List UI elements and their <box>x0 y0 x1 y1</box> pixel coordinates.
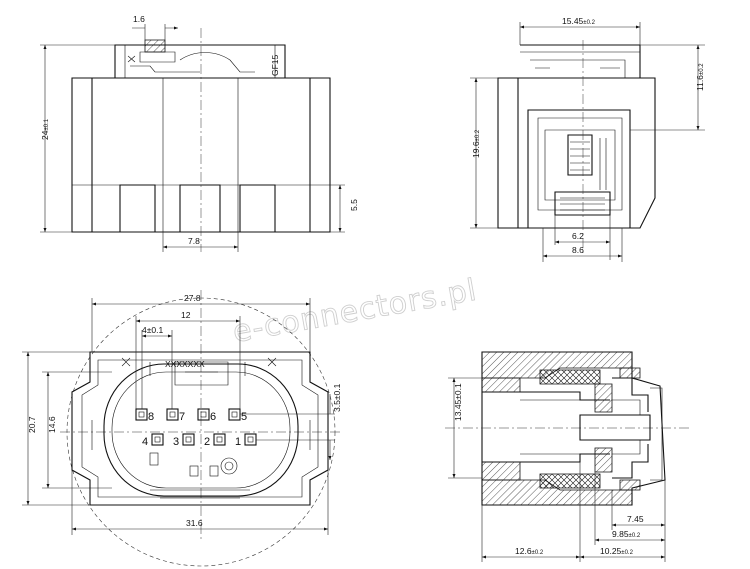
dim-front-bottom-width: 7.8 <box>188 236 200 246</box>
dim-side-outer-width: 8.6 <box>572 245 584 255</box>
pin-row-bottom: 4 3 2 1 <box>142 433 257 448</box>
dim-side-top-width: 15.45±0.2 <box>562 16 596 26</box>
dim-section-d: 10.25±0.2 <box>600 546 634 556</box>
pin-label-3: 3 <box>173 436 179 448</box>
dim-front-top-width: 1.6 <box>133 14 145 24</box>
front-view: GF15 1.6 24±0.1 5.5 7.8 <box>40 14 359 252</box>
pin-label-6: 6 <box>210 411 216 423</box>
dim-section-b: 9.85±0.2 <box>612 529 641 539</box>
dim-face-offset: 3.5±0.1 <box>332 383 342 412</box>
watermark-text: e-connectors.pl <box>230 273 479 350</box>
dim-face-overall-width: 27.8 <box>184 293 201 303</box>
face-marking: XXXXXXX <box>165 359 205 369</box>
pin-label-2: 2 <box>204 436 210 448</box>
pin-label-5: 5 <box>241 411 247 423</box>
dim-side-inner-width: 6.2 <box>572 231 584 241</box>
dim-front-height: 24±0.1 <box>40 118 50 140</box>
face-view: XXXXXXX 8 7 6 5 4 3 2 1 <box>22 290 342 567</box>
pin-label-4: 4 <box>142 436 148 448</box>
dim-section-diameter: 13.45±0.1 <box>453 383 463 421</box>
dim-side-latch-height: 11.6±0.2 <box>695 63 705 91</box>
dim-section-c: 12.6±0.2 <box>515 546 544 556</box>
dim-face-pin-span: 12 <box>181 310 191 320</box>
pin-label-7: 7 <box>179 411 185 423</box>
pin-label-8: 8 <box>148 411 154 423</box>
section-view: 13.45±0.1 7.45 9.85±0.2 12.6±0.2 10.25±0… <box>445 351 690 562</box>
part-marking: GF15 <box>270 54 280 76</box>
dim-side-body-height: 19.6±0.2 <box>471 129 481 158</box>
pin-label-1: 1 <box>235 436 241 448</box>
dim-section-a: 7.45 <box>627 514 644 524</box>
side-view: 15.45±0.2 11.6±0.2 19.6±0.2 6.2 8.6 <box>470 16 705 262</box>
dim-face-overall-height: 20.7 <box>27 416 37 433</box>
dim-front-slot-height: 5.5 <box>349 199 359 211</box>
pin-row-top: 8 7 6 5 <box>135 408 247 423</box>
dim-face-bottom-width: 31.6 <box>186 518 203 528</box>
dim-face-inner-height: 14.6 <box>47 416 57 433</box>
dim-face-pin-pitch: 4±0.1 <box>142 325 163 335</box>
